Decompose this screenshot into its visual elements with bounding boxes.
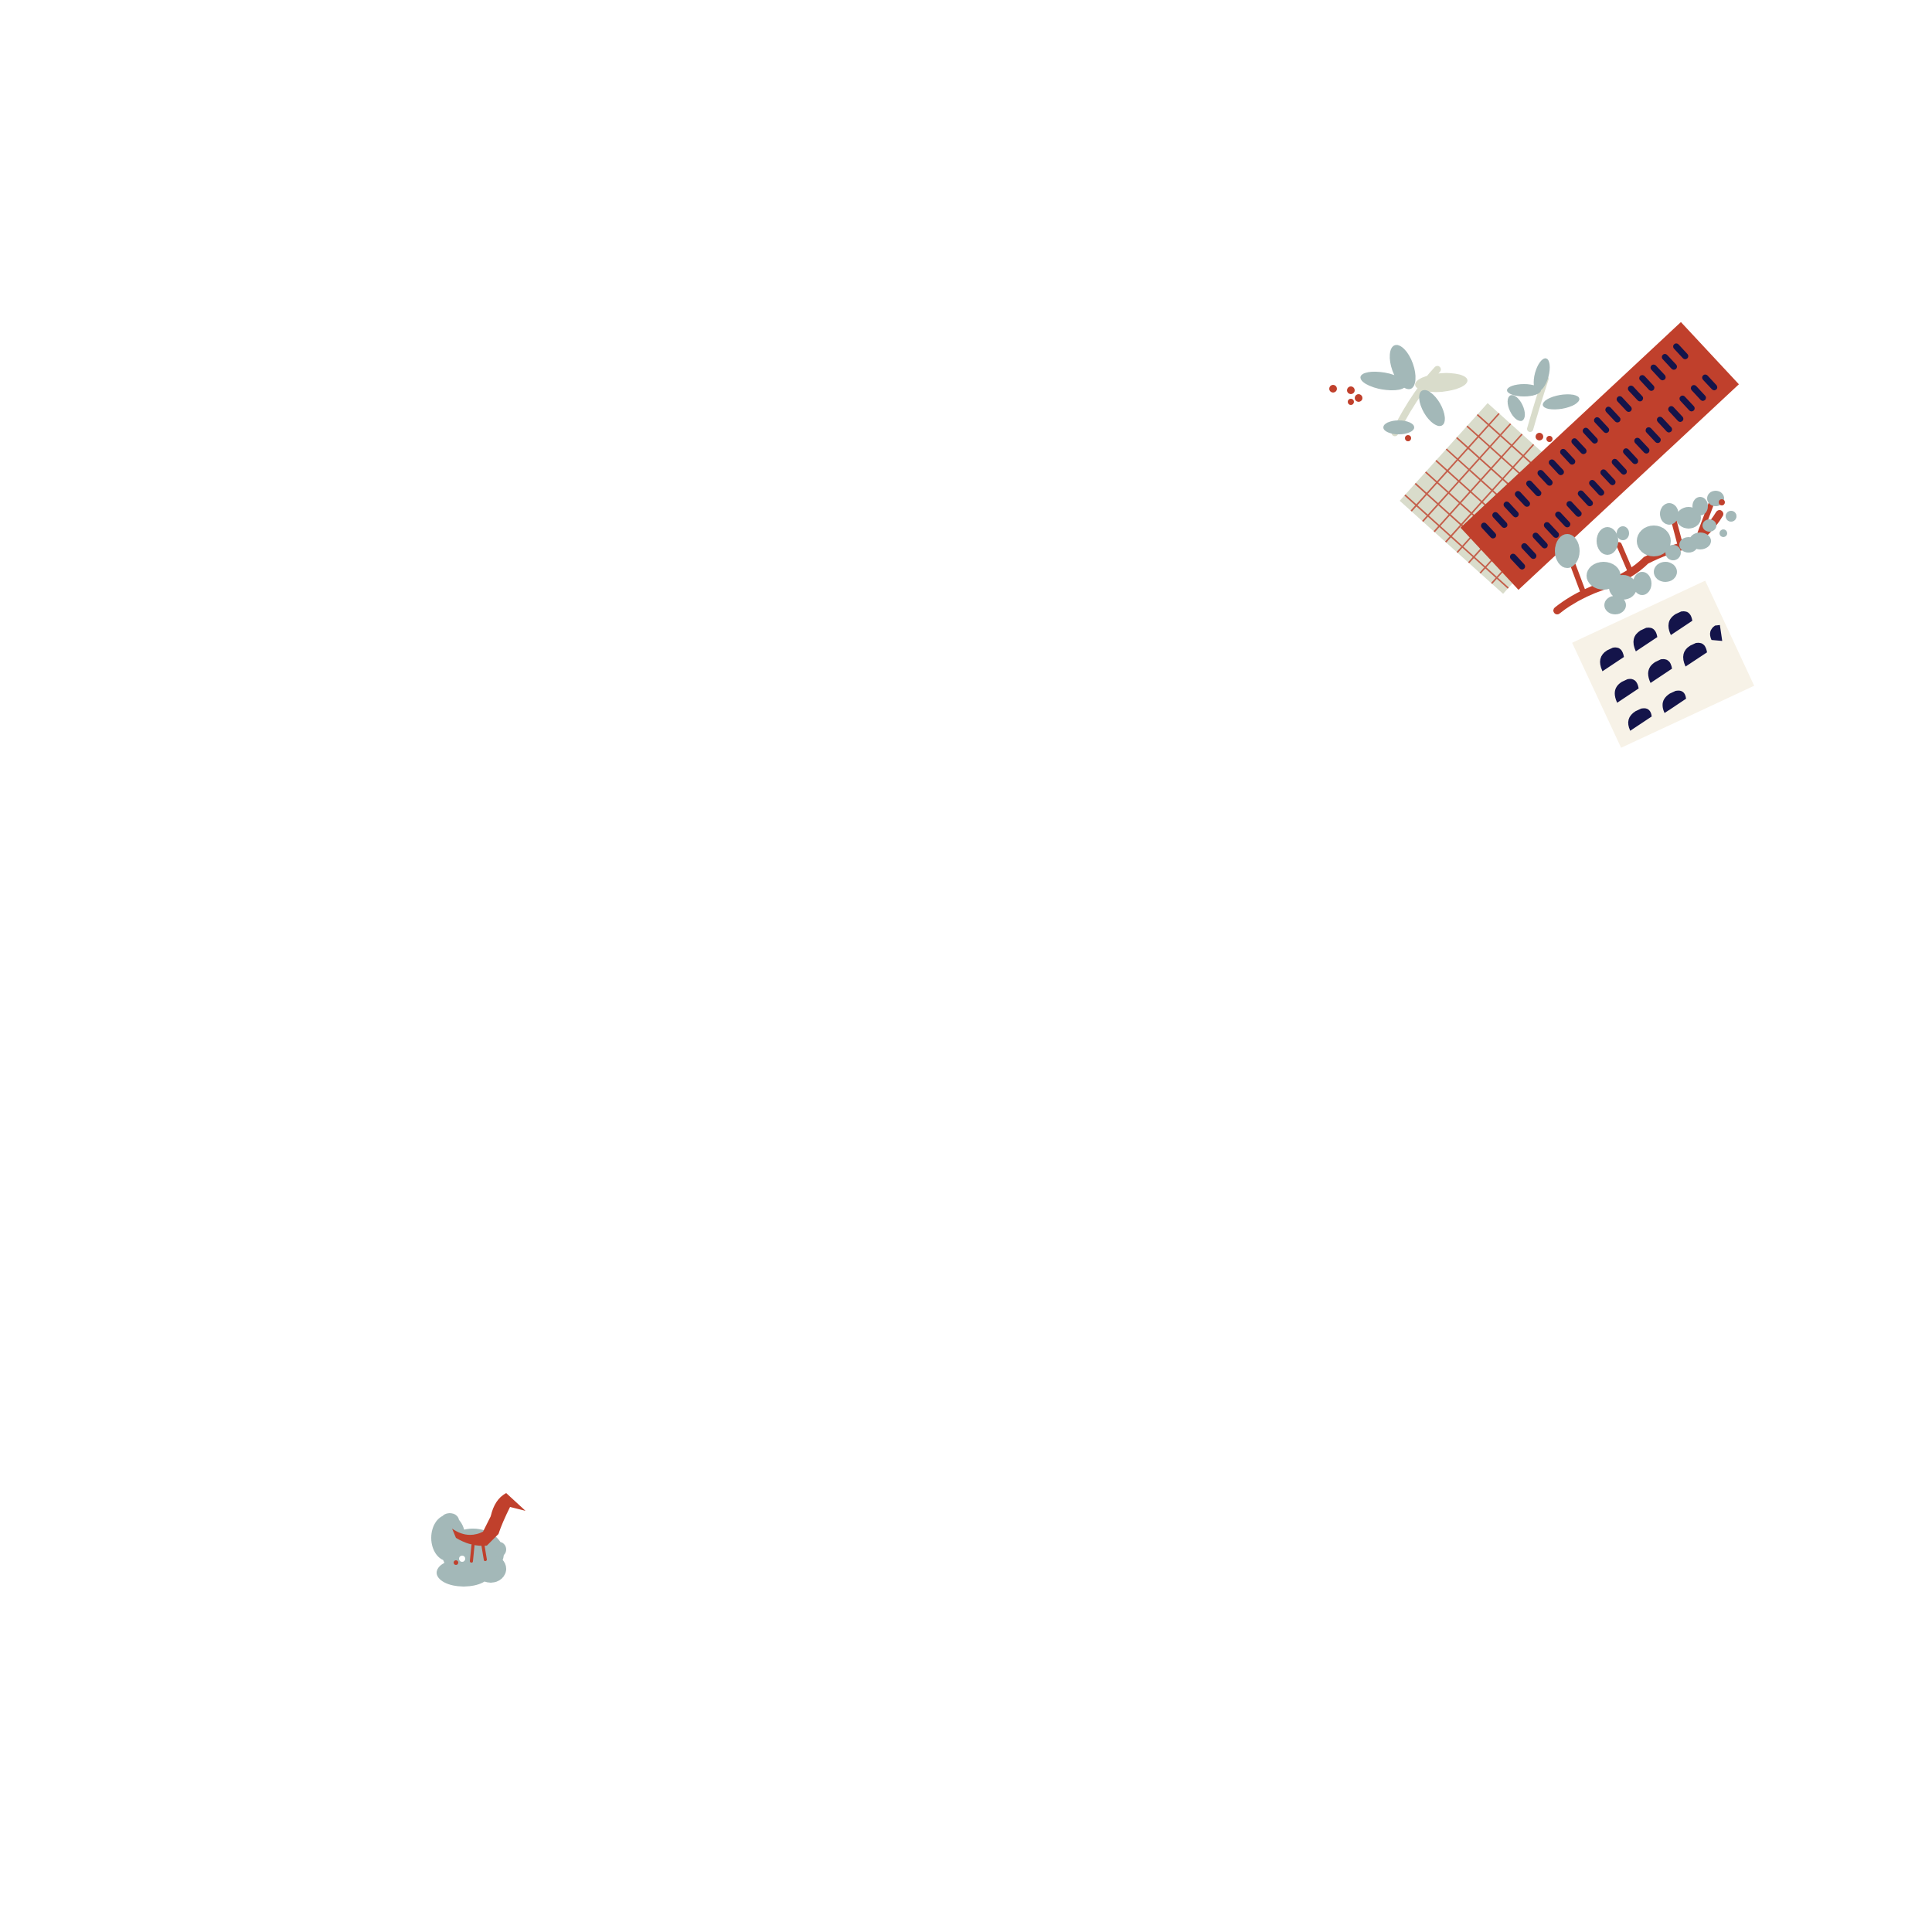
cream-building: [1572, 580, 1754, 748]
bird-icon: [452, 1493, 526, 1546]
tree-icon: [1553, 491, 1736, 614]
city-cluster: [1329, 321, 1754, 748]
red-building: [1460, 321, 1740, 590]
leafy-sprig-right-icon: [1507, 358, 1580, 442]
bird-on-bush-icon: [431, 1493, 526, 1587]
leafy-sprig-left-icon: [1329, 345, 1468, 441]
